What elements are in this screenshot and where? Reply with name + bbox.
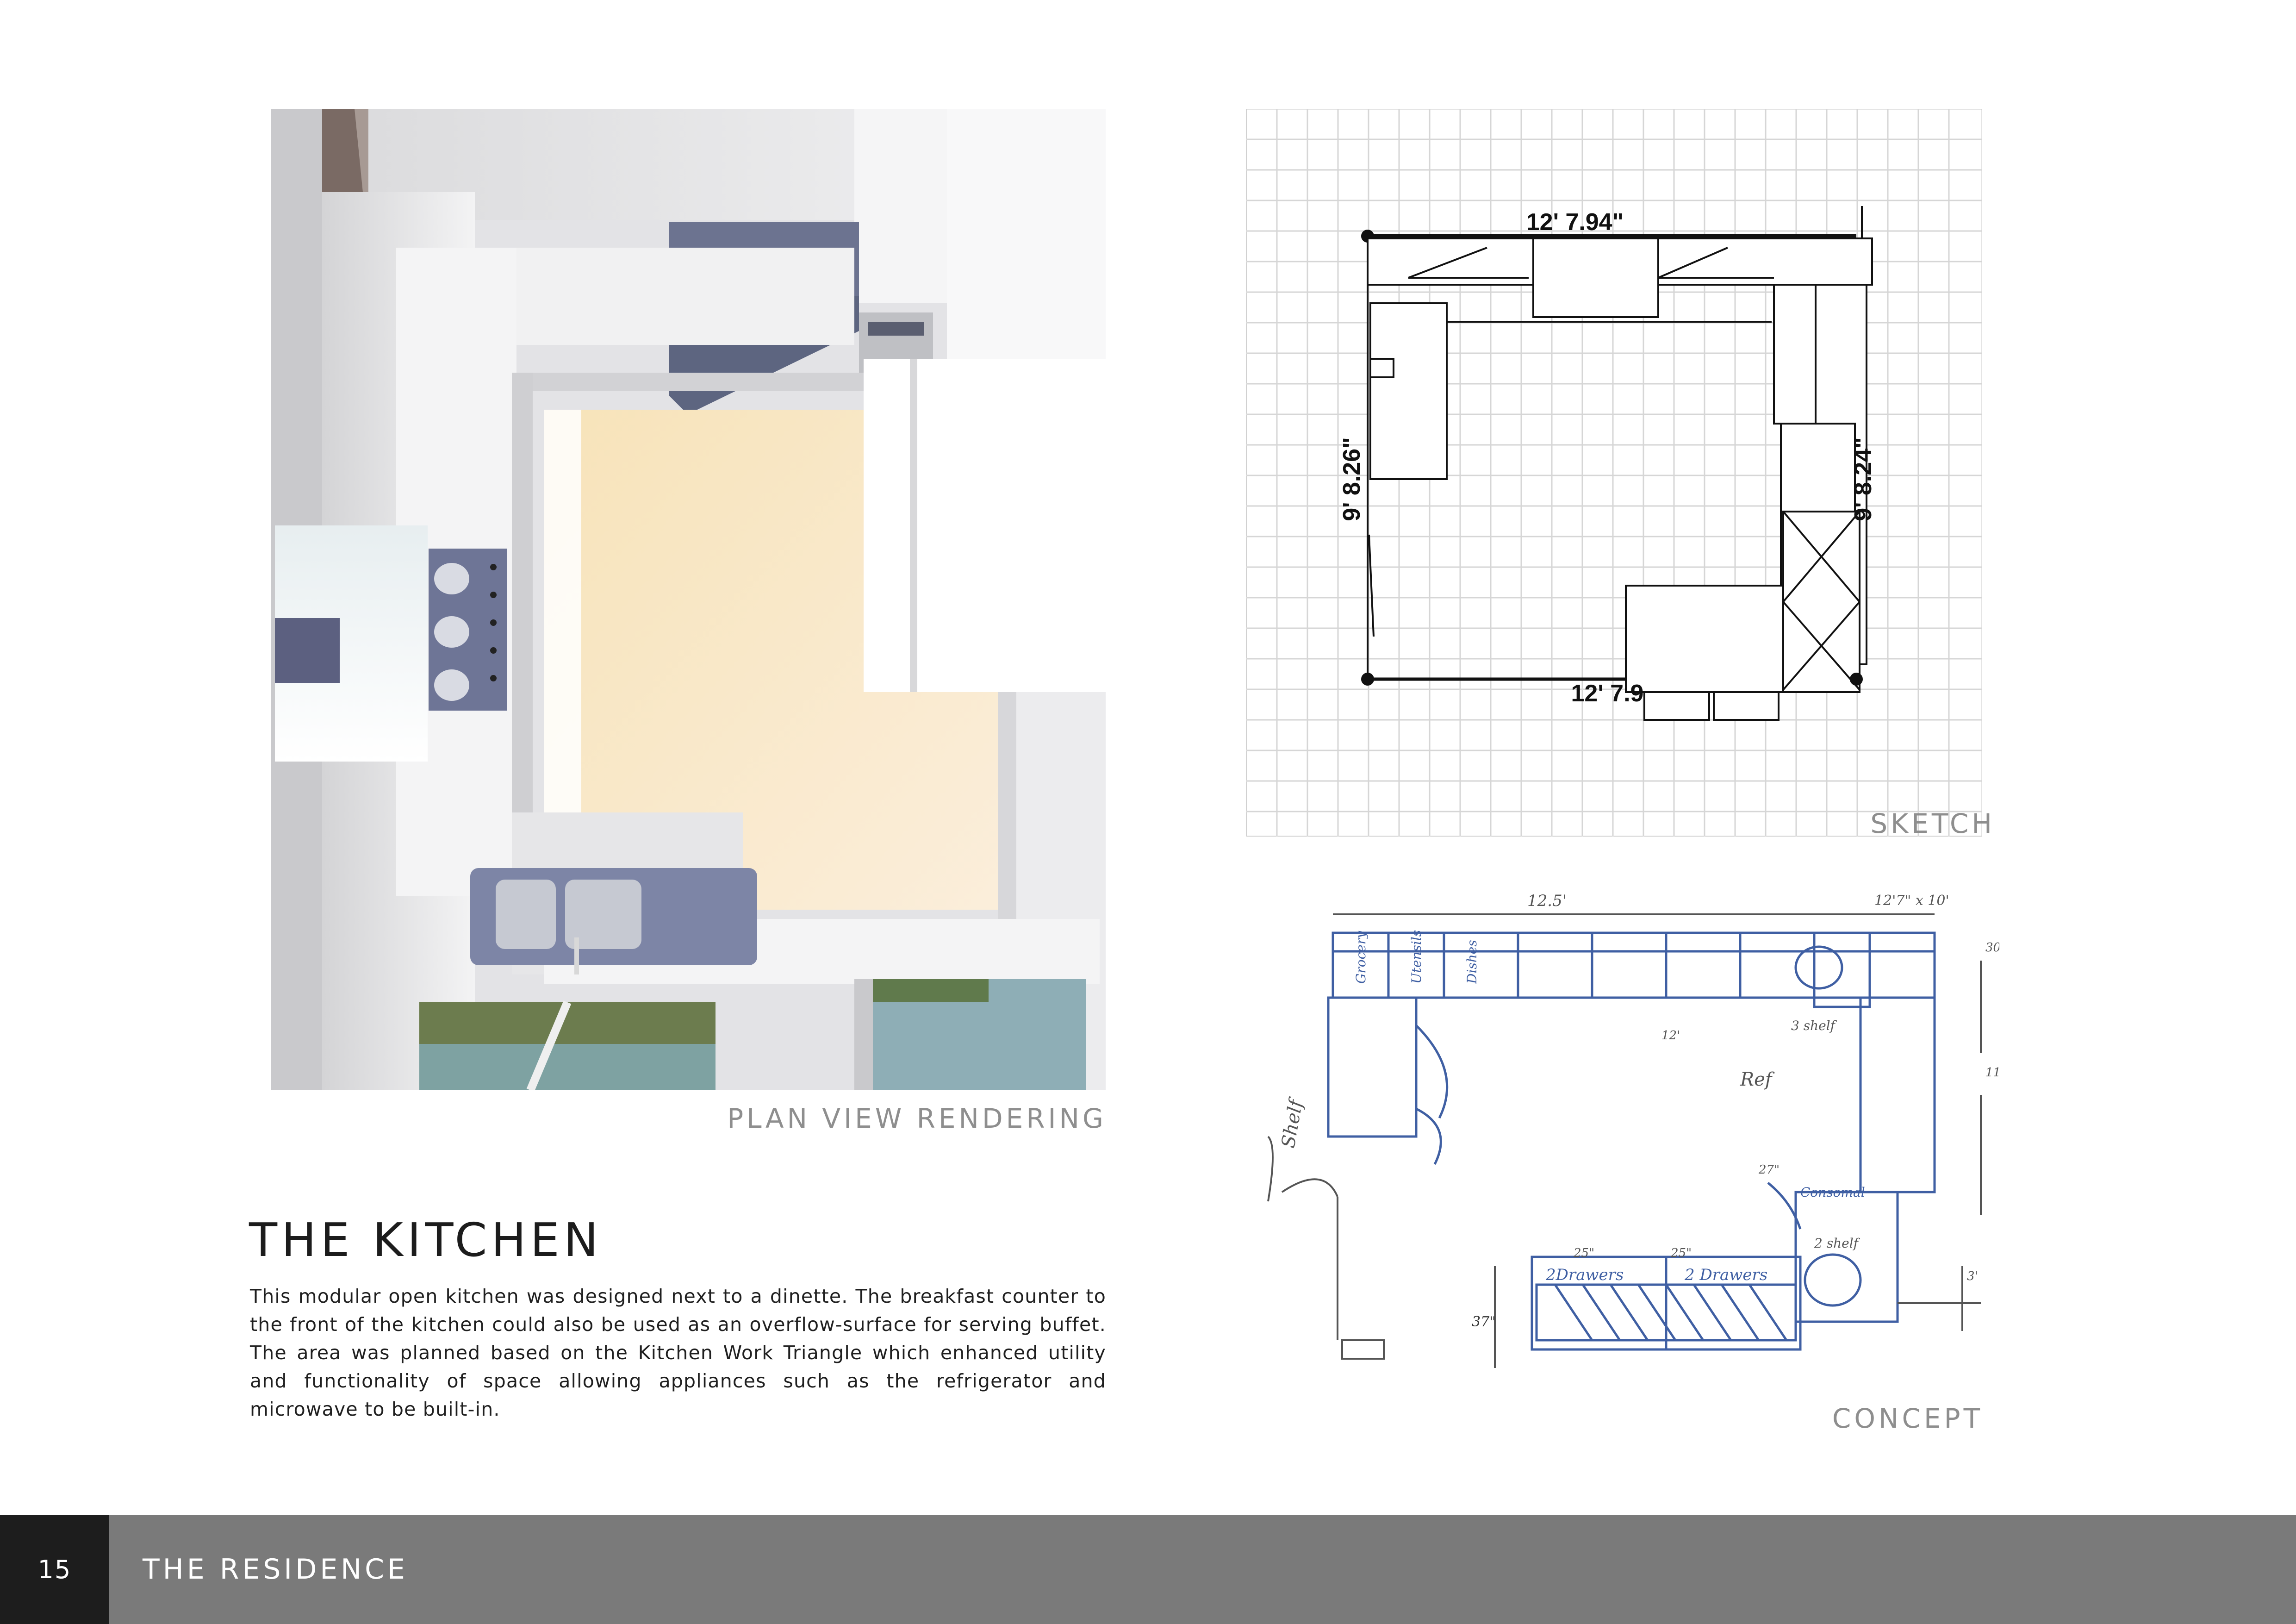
page-number-box bbox=[0, 1515, 109, 1624]
concept-label-27: 27" bbox=[1758, 1163, 1780, 1177]
concept-label-2-shelf: 2 shelf bbox=[1814, 1236, 1860, 1251]
concept-label-25-b: 25" bbox=[1670, 1246, 1692, 1260]
concept-label-37: 37" bbox=[1472, 1314, 1496, 1330]
concept-label-30: 30" bbox=[1985, 941, 1999, 955]
concept-label-consomal: Consomal bbox=[1800, 1185, 1865, 1200]
concept-label-drawers-2: 2 Drawers bbox=[1684, 1266, 1767, 1284]
page-title: THE KITCHEN bbox=[249, 1213, 603, 1267]
concept-label-utensils: Utensils bbox=[1409, 930, 1424, 984]
render-caption: PLAN VIEW RENDERING bbox=[727, 1103, 1107, 1134]
sketch-dim-bottom: 12' 7.9 bbox=[1571, 680, 1644, 707]
concept-caption: CONCEPT bbox=[1832, 1403, 1983, 1434]
sketch-caption: SKETCH bbox=[1870, 808, 1995, 839]
sketch-dim-top: 12' 7.94" bbox=[1526, 209, 1624, 236]
concept-label-12: 12' bbox=[1661, 1029, 1680, 1043]
concept-dim-top: 12.5' bbox=[1527, 892, 1567, 910]
plan-view-rendering bbox=[271, 109, 1106, 1090]
footer-bar bbox=[0, 1515, 2296, 1624]
sketch-dim-right: 9' 8.24" bbox=[1850, 437, 1877, 521]
body-paragraph: This modular open kitchen was designed n… bbox=[250, 1285, 1106, 1420]
section-title: THE RESIDENCE bbox=[143, 1553, 408, 1586]
page-number: 15 bbox=[37, 1555, 72, 1584]
concept-label-grocery: Grocery bbox=[1353, 931, 1369, 984]
concept-label-drawers-1: 2Drawers bbox=[1545, 1266, 1624, 1284]
concept-label-25-a: 25" bbox=[1573, 1246, 1594, 1260]
sketch-dim-left: 9' 8.26" bbox=[1338, 437, 1365, 521]
concept-label-dishes: Dishes bbox=[1464, 940, 1480, 984]
concept-dim-corner: 12'7" x 10' bbox=[1874, 893, 1949, 909]
concept-label-fridge: Ref bbox=[1740, 1069, 1775, 1090]
concept-hand-drawing: 12'7" x 10' 12.5' Grocery Utensils Dishe… bbox=[1259, 877, 2006, 1391]
sketch-floor-plan: 12' 7.94" 12' 7.9 9' 8.26" 9' 8.24" bbox=[1245, 108, 1983, 837]
concept-label-3-shelf: 3 shelf bbox=[1791, 1018, 1837, 1033]
concept-label-3: 3' bbox=[1967, 1269, 1978, 1283]
concept-label-11: 11' bbox=[1985, 1066, 1999, 1080]
